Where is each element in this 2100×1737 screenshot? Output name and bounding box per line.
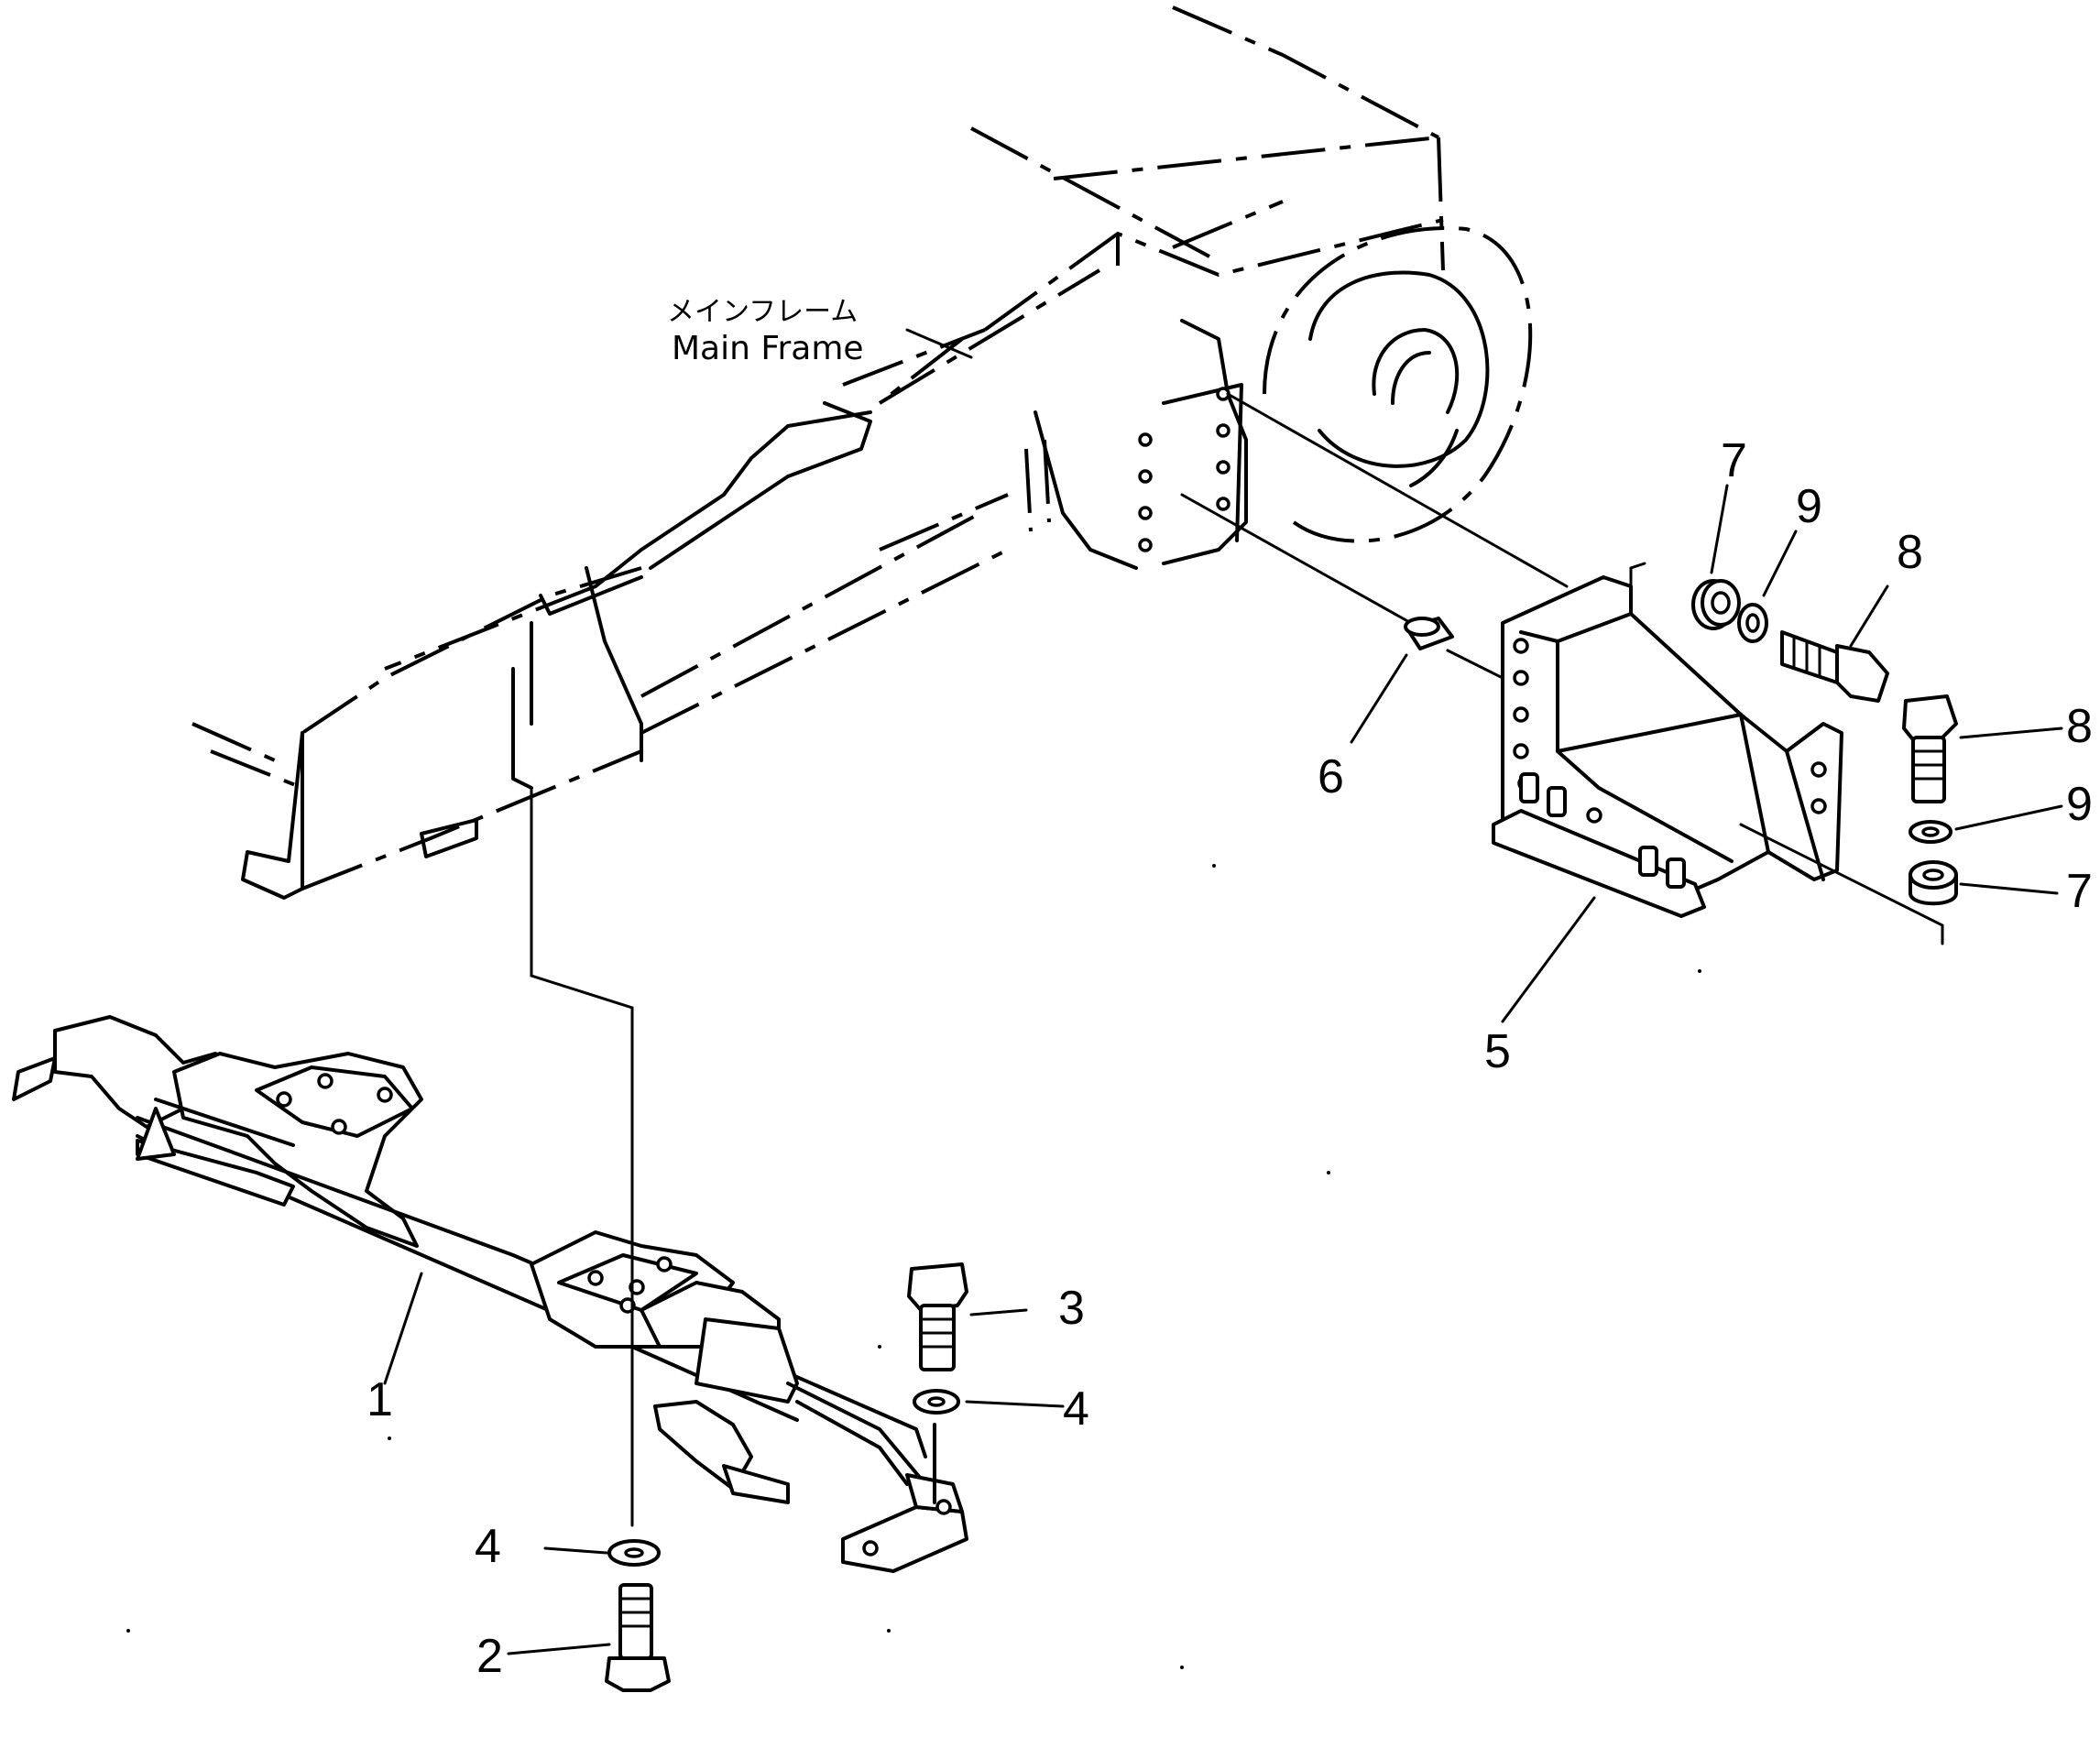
part-6-pin [1404,617,1454,650]
callout-3: 3 [1058,1282,1085,1335]
callout-4-upper: 4 [1063,1382,1089,1436]
callout-8-right: 8 [2066,700,2093,753]
part-9-washer-upper [1737,603,1768,643]
main-frame-phantom [191,5,1533,900]
callout-9-upper: 9 [1796,480,1822,533]
callout-6: 6 [1318,750,1344,803]
callout-5: 5 [1484,1025,1511,1078]
callout-4-lower: 4 [475,1520,501,1573]
main-frame-label-english: Main Frame [672,330,864,367]
part-5-bracket [1180,392,1944,945]
part-1-axle-beam [12,1015,968,1573]
part-8-bolt-right [1902,694,1958,803]
main-frame-label-japanese: メインフレーム [667,296,858,328]
callout-7-upper: 7 [1721,434,1747,487]
callout-1: 1 [366,1373,393,1426]
part-7-spacer-upper [1691,579,1741,630]
part-2-bolt [605,1583,671,1692]
center-pin-leader [530,786,634,1527]
callout-leaders [383,484,2063,1655]
callout-2: 2 [476,1630,503,1683]
callout-8-upper: 8 [1897,526,1923,579]
part-7-spacer-right [1909,860,1958,906]
main-frame-label: メインフレーム Main Frame [667,296,864,367]
part-9-washer-right [1909,820,1952,844]
specks [126,864,1701,1669]
part-8-bolt-upper [1780,630,1889,703]
callout-9-right: 9 [2066,778,2093,831]
callout-numbers: 1 2 3 4 4 5 6 7 7 8 8 9 9 [366,434,2093,1683]
part-3-bolt [907,1262,968,1371]
callout-7-right: 7 [2066,865,2093,918]
